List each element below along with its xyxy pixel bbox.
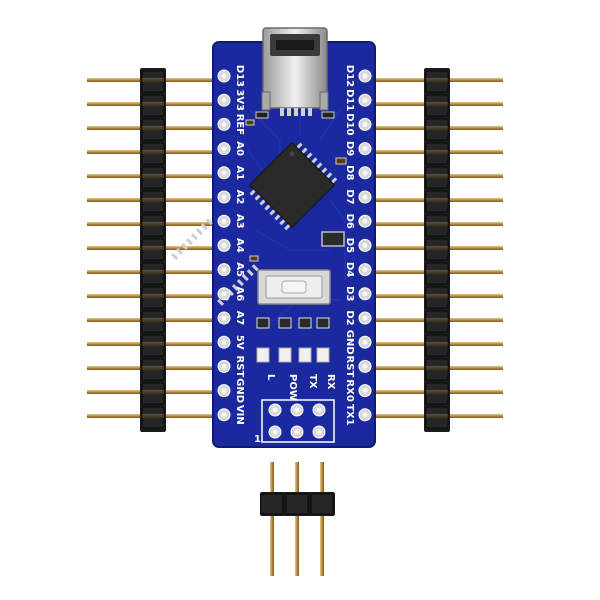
pin-label-rst: RST	[344, 356, 355, 378]
pin-label-ref: REF	[234, 114, 245, 135]
led-label-pow: POW	[287, 374, 298, 401]
pin-label-d9: D9	[344, 141, 355, 156]
pin-label-tx1: TX1	[344, 404, 355, 426]
pin-label-a3: A3	[234, 214, 245, 229]
led-label-tx: TX	[307, 374, 318, 389]
right-pin-header	[371, 68, 503, 432]
icsp-3pin-header	[260, 462, 335, 576]
icsp-header-pin	[320, 462, 324, 576]
pin-label-d11: D11	[344, 89, 355, 111]
left-pin-pads	[217, 69, 231, 422]
pin-label-d8: D8	[344, 165, 355, 180]
mini-usb-connector	[261, 27, 329, 116]
right-pin-pads	[358, 69, 372, 422]
pin-label-a2: A2	[234, 190, 245, 205]
pin-label-gnd: GND	[344, 330, 355, 355]
left-pin-header	[87, 68, 219, 432]
pin-label-a7: A7	[234, 311, 245, 326]
led-pow	[278, 317, 292, 363]
pin-label-d12: D12	[344, 65, 355, 87]
pin-label-gnd: GND	[234, 378, 245, 403]
pin-label-d2: D2	[344, 310, 355, 325]
pin-label-3v3: 3V3	[234, 89, 245, 111]
led-label-l: L	[265, 374, 276, 381]
pin-label-rx0: RX0	[344, 379, 355, 401]
pin-label-a5: A5	[234, 262, 245, 277]
pin-label-d10: D10	[344, 113, 355, 135]
led-tx	[298, 317, 312, 363]
pin-label-a6: A6	[234, 286, 245, 301]
pin-label-a0: A0	[234, 141, 245, 156]
pin-label-a4: A4	[234, 238, 245, 253]
icsp-header-pin	[270, 462, 274, 576]
pin-label-d3: D3	[344, 286, 355, 301]
led-l	[256, 317, 270, 363]
pin-label-a1: A1	[234, 165, 245, 180]
led-label-rx: RX	[325, 374, 336, 390]
pin-label-rst: RST	[234, 356, 245, 378]
icsp-pads	[261, 399, 335, 443]
atmega-chip	[171, 141, 338, 306]
led-rx	[316, 317, 330, 363]
pin-label-5v: 5V	[234, 335, 245, 350]
icsp-marker: 1	[254, 434, 261, 445]
pin-label-d4: D4	[344, 262, 355, 277]
pin-label-d6: D6	[344, 214, 355, 229]
smd-components	[245, 111, 347, 262]
status-leds	[256, 317, 330, 363]
pin-label-d13: D13	[234, 65, 245, 87]
reset-button	[257, 269, 331, 305]
pin-label-vin: VIN	[234, 405, 245, 425]
pin-label-d7: D7	[344, 189, 355, 204]
pin-label-d5: D5	[344, 238, 355, 253]
icsp-header-pin	[295, 462, 299, 576]
